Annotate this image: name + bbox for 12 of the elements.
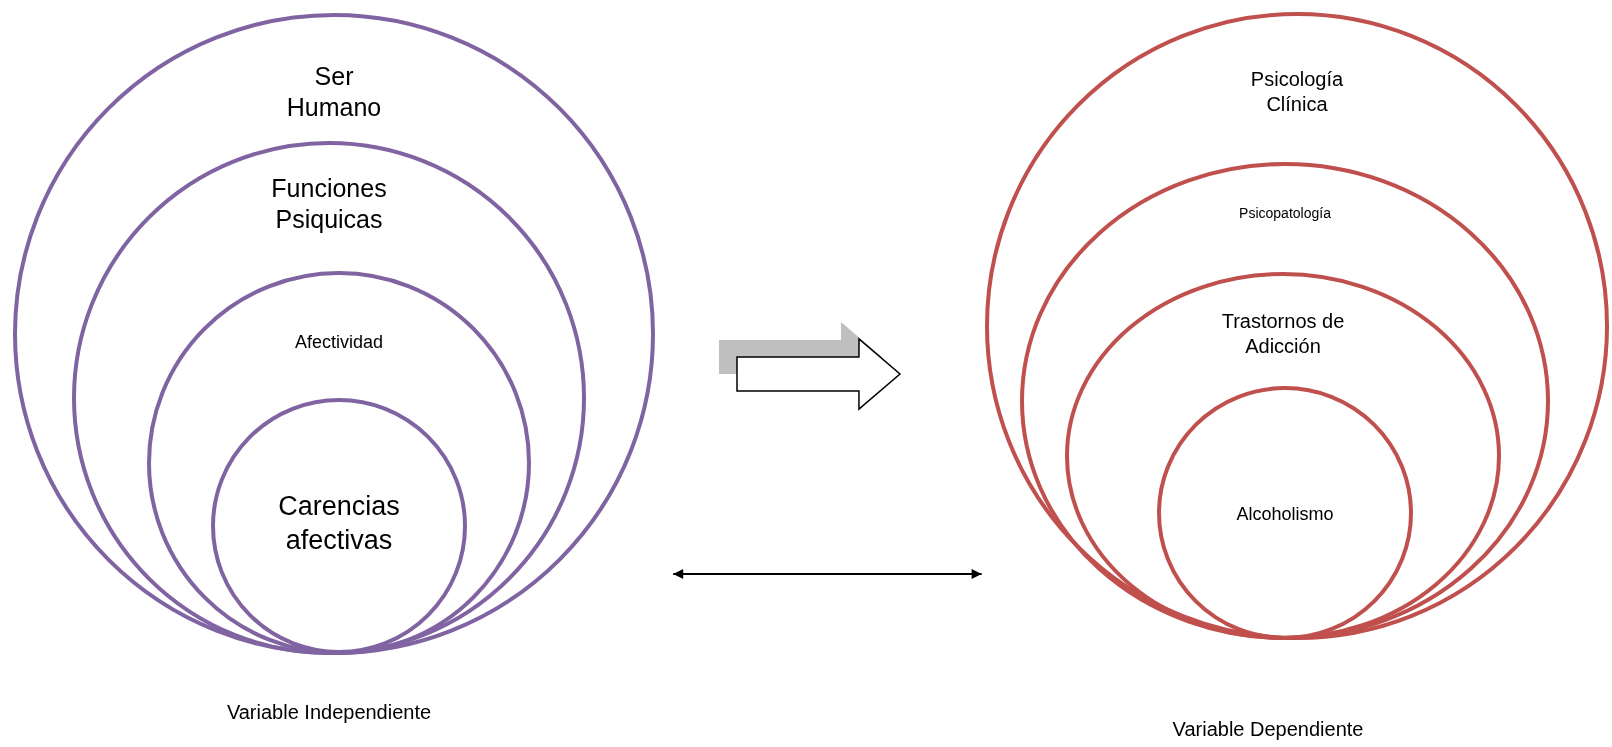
circle-label: Afectividad [293, 330, 385, 354]
circle-label: Trastornos de Adicción [1220, 309, 1346, 359]
block-arrow [719, 322, 902, 411]
circle-label: Psicología Clínica [1249, 67, 1345, 117]
circle-label: Alcoholismo [1235, 502, 1335, 526]
caption: Variable Independiente [226, 700, 432, 724]
circle-label: Funciones Psiquicas [270, 172, 388, 235]
caption: Variable Dependiente [1172, 717, 1364, 741]
double-arrow [672, 569, 983, 579]
circle-label: Psicopatología [1238, 205, 1332, 223]
circle-label: Ser Humano [285, 60, 383, 123]
circle-label: Carencias afectivas [277, 490, 401, 557]
